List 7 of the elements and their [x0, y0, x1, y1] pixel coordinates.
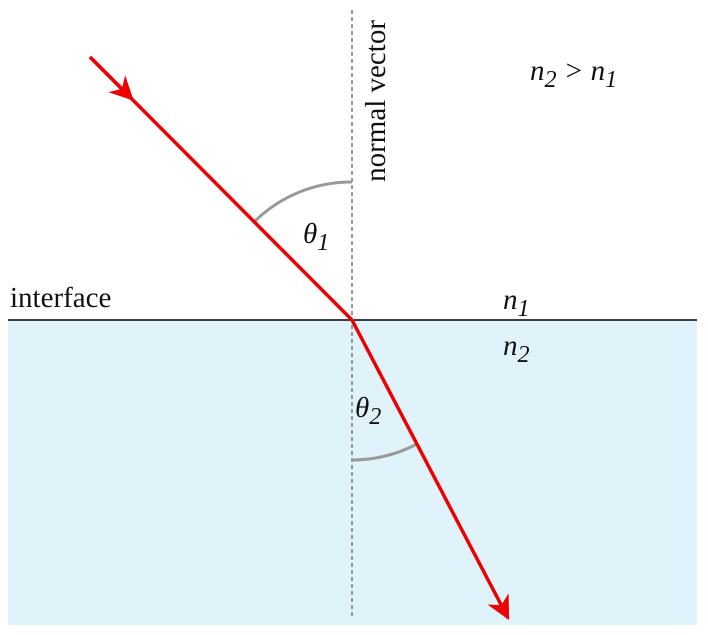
condition-label: n$_{2}$ > n$_{1}$ — [530, 55, 618, 95]
axis-label: normal vector — [360, 20, 392, 182]
angle-label: θ$_{1}$ — [303, 218, 330, 258]
angle-label: θ$_{2}$ — [355, 392, 382, 432]
medium-label: n$_{2}$ — [503, 330, 530, 370]
surface-label: interface — [10, 282, 112, 314]
medium-label: n$_{1}$ — [503, 284, 530, 324]
